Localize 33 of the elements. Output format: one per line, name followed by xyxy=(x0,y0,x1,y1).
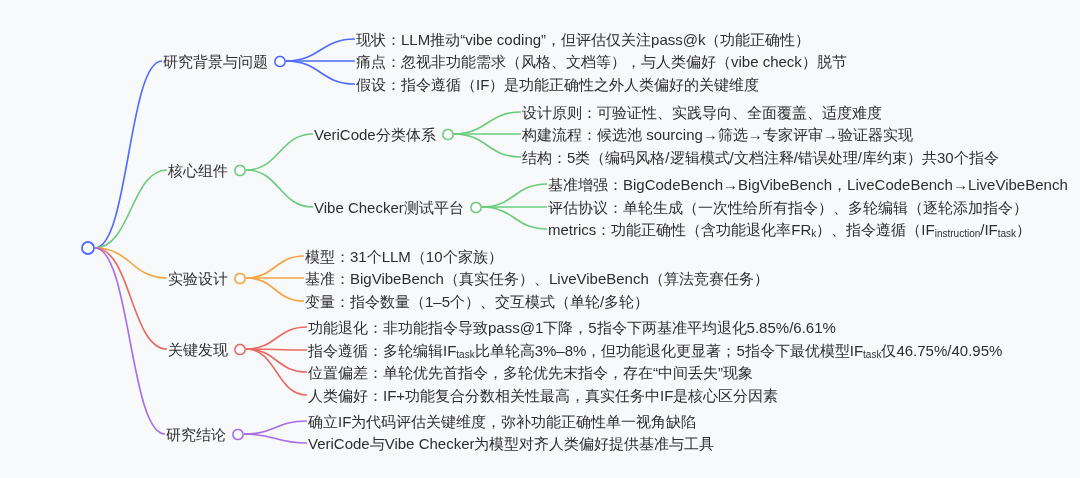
item-text: 模型：31个LLM（10个家族） xyxy=(305,246,503,266)
topic-label: 研究结论 xyxy=(166,424,226,444)
item-text: 构建流程：候选池 sourcing→筛选→专家评审→验证器实现 xyxy=(522,124,913,144)
item-text: VeriCode与Vibe Checker为模型对齐人类偏好提供基准与工具 xyxy=(308,433,715,453)
topic-label: 关键发现 xyxy=(168,339,228,359)
item-text: 痛点：忽视非功能需求（风格、文档等），与人类偏好（vibe check）脱节 xyxy=(356,51,847,71)
topic-label: VeriCode分类体系 xyxy=(314,124,436,144)
branch-line xyxy=(452,133,522,158)
branch-line xyxy=(285,60,356,85)
item-text: 指令遵循：多轮编辑IF$_{task}$比单轮高3%–8%，但功能退化更显著；5指令下最优模型IF$_{task}$仅46.75%/40.95% xyxy=(308,340,1003,360)
item-text: 功能退化：非功能指令导致pass@1下降，5指令下两基准平均退化5.85%/6.61% xyxy=(308,317,836,337)
branch-line xyxy=(245,277,305,302)
item-text: 变量：指令数量（1–5个）、交互模式（单轮/多轮） xyxy=(305,291,650,311)
topic-label: 核心组件 xyxy=(168,160,228,180)
topic-label: 实验设计 xyxy=(168,268,228,288)
item-text: 结构：5类（编码风格/逻辑模式/文档注释/错误处理/库约束）共30个指令 xyxy=(522,147,999,167)
item-text: 现状：LLM推动“vibe coding”，但评估仅关注pass@k（功能正确性） xyxy=(356,29,811,49)
branch-line xyxy=(245,169,314,208)
item-text: 位置偏差：单轮优先首指令，多轮优先末指令，存在“中间丢失”现象 xyxy=(308,362,753,382)
item-text: 人类偏好：IF+功能复合分数相关性最高，真实任务中IF是核心区分因素 xyxy=(308,385,779,405)
branch-line xyxy=(480,206,548,230)
branch-line xyxy=(94,247,168,350)
topic-label: Vibe Checker测试平台 xyxy=(314,197,464,217)
item-text: 设计原则：可验证性、实践导向、全面覆盖、适度难度 xyxy=(522,102,882,122)
branch-line xyxy=(243,433,308,444)
item-text: 评估协议：单轮生成（一次性给所有指令）、多轮编辑（逐轮添加指令） xyxy=(548,197,1028,217)
branch-line xyxy=(94,247,166,435)
item-text: metrics：功能正确性（含功能退化率FR$_{k}$）、指令遵循（IF$_{instruction}$/IF$_{task}$） xyxy=(548,219,1032,239)
item-text: 基准增强：BigCodeBench→BigVibeBench，LiveCodeBench→LiveVibeBench xyxy=(548,174,1068,194)
item-text: 假设：指令遵循（IF）是功能正确性之外人类偏好的关键维度 xyxy=(356,74,760,94)
item-text: 基准：BigVibeBench（真实任务）、LiveVibeBench（算法竞赛任务） xyxy=(305,268,769,288)
item-text: 确立IF为代码评估关键维度，弥补功能正确性单一视角缺陷 xyxy=(308,411,697,431)
topic-label: 研究背景与问题 xyxy=(163,51,268,71)
